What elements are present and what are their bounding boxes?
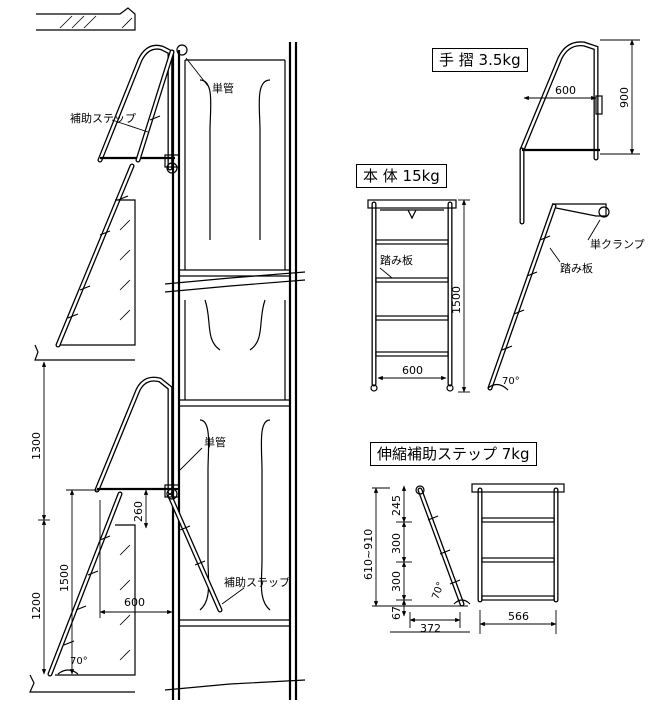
label-aux-step-top: 補助ステップ: [70, 111, 136, 125]
middle-wall: [34, 199, 136, 361]
body-front-detail: 踏み板 600 1500: [367, 199, 470, 393]
dim-tele-range: 610~910: [362, 529, 375, 580]
scaffold-poles: [164, 42, 306, 700]
label-tread-body: 踏み板: [380, 253, 413, 267]
telescopic-side-detail: 610~910 245 300 300 67 372 70°: [362, 485, 471, 635]
dim-body-600: 600: [402, 364, 423, 377]
dim-600-main: 600: [124, 596, 145, 609]
dim-1200: 1200: [30, 592, 43, 620]
angle-tele: 70°: [430, 581, 446, 601]
telescopic-title-box: 伸縮補助ステップ 7kg: [370, 442, 537, 466]
label-aux-step-bottom: 補助ステップ: [224, 575, 290, 589]
dim-tele-300b: 300: [390, 571, 403, 592]
handrail-title-box: 手 摺 3.5kg: [432, 48, 528, 72]
lower-wall: [29, 524, 136, 693]
top-slab: [36, 7, 136, 31]
main-dimensions: [38, 361, 173, 675]
dim-tele-566: 566: [508, 610, 529, 623]
dim-tele-300a: 300: [390, 533, 403, 554]
dim-tele-372: 372: [420, 622, 441, 635]
main-assembly: 単管 補助ステップ 単管 補助ステップ 1300 1200 1500 260 6…: [29, 7, 306, 700]
label-single-pipe-bottom: 単管: [204, 435, 226, 449]
dim-260: 260: [132, 501, 145, 522]
dim-1500: 1500: [58, 564, 71, 592]
label-tread-side: 踏み板: [560, 261, 593, 275]
angle-body: 70°: [502, 376, 520, 387]
label-single-clamp: 単クランプ: [590, 237, 645, 251]
dim-handrail-900: 900: [618, 87, 631, 108]
label-single-pipe-top: 単管: [212, 81, 234, 95]
upper-ladder: [55, 44, 209, 348]
dim-handrail-600: 600: [555, 84, 576, 97]
body-side-detail: 単クランプ 踏み板 70°: [487, 203, 645, 391]
dim-tele-245: 245: [390, 495, 403, 516]
dim-1300: 1300: [30, 432, 43, 460]
angle-main: 70°: [70, 656, 88, 667]
telescopic-front-detail: 566: [471, 483, 565, 634]
body-title-box: 本 体 15kg: [356, 164, 447, 188]
dim-tele-67: 67: [390, 606, 403, 620]
lower-ladder: [47, 376, 245, 677]
handrail-detail: 600 900: [519, 39, 640, 225]
dim-body-1500: 1500: [450, 286, 463, 314]
